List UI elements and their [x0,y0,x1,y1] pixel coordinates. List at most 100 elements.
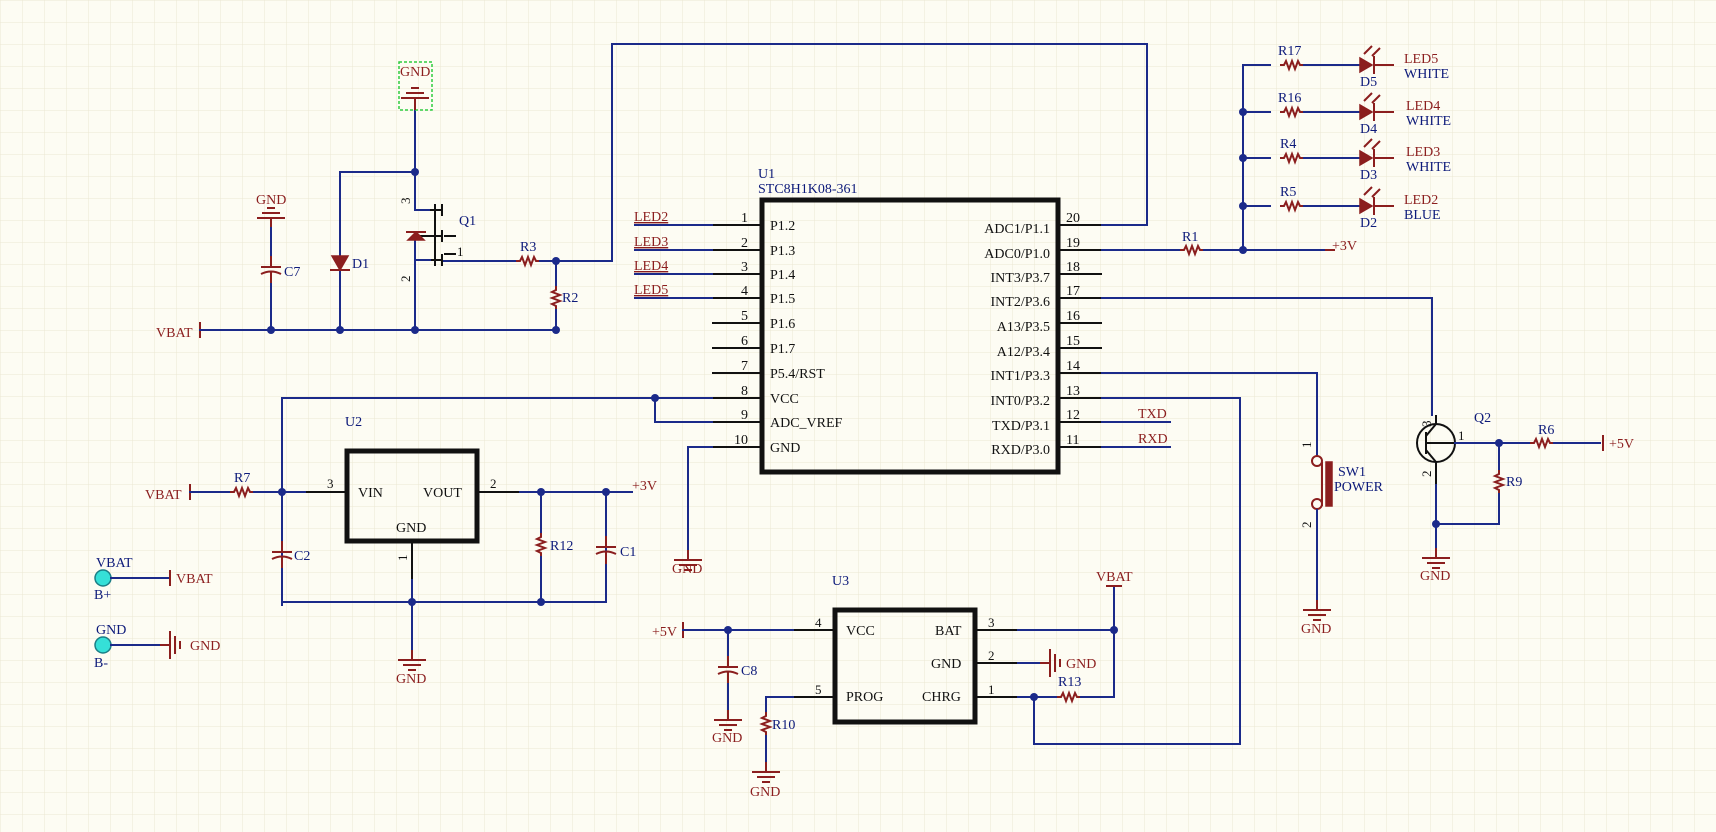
u1-mcu[interactable]: U1 STC8H1K08-361 1 2 3 4 5 6 7 8 9 10 P1… [712,167,1102,475]
u3-gnd-label: GND [1066,657,1096,672]
u1-pin10-num: 10 [734,433,748,448]
r6-label: R6 [1538,423,1554,438]
q1-gnd-label: GND [400,65,430,80]
r3-label: R3 [520,240,536,255]
vbat-label-r7: VBAT [145,488,182,503]
u3-chrg: CHRG [922,690,961,705]
u1-pin6-name: P1.7 [770,342,795,357]
d2-ref: D2 [1360,216,1377,231]
q1-pin-g: 1 [457,244,464,259]
net-label-led5: LED5 [634,283,668,298]
d2-color: BLUE [1404,208,1441,223]
u1-pin1-name: P1.2 [770,219,795,234]
u1-pin9-num: 9 [741,408,748,423]
u1-pin6-num: 6 [741,334,748,349]
q1-pin-d: 3 [398,198,413,205]
d5-ref: D5 [1360,75,1377,90]
r7-label: R7 [234,471,250,486]
c8-gnd-label: GND [712,731,742,746]
d3-color: WHITE [1406,160,1451,175]
c2-label: C2 [294,549,310,564]
d5-color: WHITE [1404,67,1449,82]
connector-b-plus[interactable]: VBAT B+ VBAT [94,556,213,603]
u1-pin15-num: 15 [1066,334,1080,349]
u3-prog: PROG [846,690,883,705]
u3-vcc: VCC [846,624,875,639]
c1-label: C1 [620,545,636,560]
led-row-d3[interactable]: R4 D3 LED3 WHITE [1279,137,1451,183]
sw1-pin2: 2 [1299,522,1314,529]
sw1-pin1: 1 [1299,442,1314,449]
pin13-chrg-wire [1033,397,1241,745]
u3-prog-wiring: R10 GND [750,696,795,800]
net-label-txd: TXD [1138,407,1167,422]
u1-pin15-name: A12/P3.4 [997,345,1050,360]
u1-pin14-num: 14 [1066,359,1080,374]
q2-pin-e: 2 [1419,471,1434,478]
u1-ref: U1 [758,167,775,182]
u1-pin19-name: ADC0/P1.0 [984,247,1050,262]
led-row-d5[interactable]: R17 D5 LED5 WHITE [1278,44,1449,90]
uart-net-labels: TXD RXD [1101,407,1171,448]
u1-pin18-num: 18 [1066,260,1080,275]
u1-pin7-name: P5.4/RST [770,367,825,382]
led-row-d2[interactable]: R5 D2 LED2 BLUE [1279,185,1441,231]
u1-pin16-name: A13/P3.5 [997,320,1050,335]
r13-label: R13 [1058,675,1081,690]
u1-pin11-num: 11 [1066,433,1079,448]
connector-b-minus[interactable]: GND B- GND [94,623,220,671]
u1-pin20-num: 20 [1066,211,1080,226]
u3-charger[interactable]: U3 VCC BAT GND PROG CHRG 4 5 3 2 1 [793,574,1018,725]
q2-circuit[interactable]: Q2 3 1 2 R6 +5V R9 GND [1101,297,1634,584]
u1-pin14-name: INT1/P3.3 [991,369,1051,384]
u1-pin8-num: 8 [741,384,748,399]
u3-pin-prog: 5 [815,682,822,697]
net-label-led2: LED2 [634,210,668,225]
c8-label: C8 [741,664,757,679]
u1-value: STC8H1K08-361 [758,182,858,197]
u1-pin2-name: P1.3 [770,244,795,259]
u1-pin12-num: 12 [1066,408,1080,423]
d4-net: LED4 [1406,99,1440,114]
u3-vbat-label: VBAT [1096,570,1133,585]
net-label-led4: LED4 [634,259,668,274]
u1-pin12-name: TXD/P3.1 [992,419,1050,434]
net-label-3v-u2: +3V [632,479,657,494]
sw1-ref: SW1 [1338,465,1366,480]
r2-label: R2 [562,291,578,306]
u2-vin: VIN [358,486,383,501]
led-bus: R1 +3V [1101,64,1357,255]
u1-pin4-name: P1.5 [770,292,795,307]
q1-pin-s: 2 [398,276,413,283]
q2-pin-c: 3 [1419,421,1434,428]
led-row-d4[interactable]: R16 D4 LED4 WHITE [1278,91,1451,137]
u3-pin-gnd: 2 [988,648,995,663]
c7-label: C7 [284,265,300,280]
q1-ref: Q1 [459,214,476,229]
u1-pin5-num: 5 [741,309,748,324]
sw1-power-switch[interactable]: 1 2 SW1 POWER GND [1101,372,1384,637]
r16-label: R16 [1278,91,1301,106]
sw1-value: POWER [1334,480,1384,495]
r17-label: R17 [1278,44,1301,59]
u2-gnd: GND [396,521,426,536]
u1-pin18-name: INT3/P3.7 [991,271,1051,286]
q2-ref: Q2 [1474,411,1491,426]
d1-diode[interactable]: D1 [330,255,369,272]
u1-pin20-name: ADC1/P1.1 [984,222,1050,237]
u1-pin4-num: 4 [741,284,748,299]
u2-pin-vin: 3 [327,476,334,491]
u2-regulator[interactable]: U2 VIN VOUT GND 3 2 1 [305,415,520,580]
u1-pin13-num: 13 [1066,384,1080,399]
q1-gnd-port[interactable]: GND [398,61,433,111]
u2-vout: VOUT [423,486,462,501]
u1-pin9-name: ADC_VREF [770,416,843,431]
u3-vcc-wiring: +5V C8 GND [652,622,794,746]
u1-pin1-num: 1 [741,211,748,226]
r10-label: R10 [772,718,795,733]
d5-net: LED5 [1404,52,1438,67]
c7-capacitor[interactable]: GND C7 [256,193,300,331]
u1-gnd-wire: GND [672,446,713,577]
